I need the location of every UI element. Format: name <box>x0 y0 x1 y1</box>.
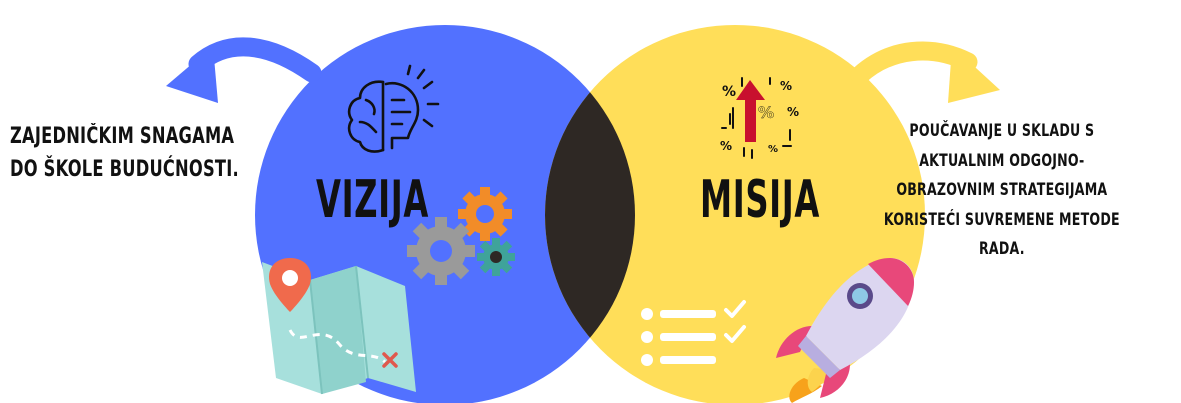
map-pin-icon <box>262 258 416 395</box>
brain-lightbulb-icon <box>347 64 440 153</box>
svg-text:%: % <box>787 105 799 119</box>
svg-text:%: % <box>758 103 774 122</box>
growth-arrow-percent-icon: % % % % % % <box>720 77 799 159</box>
vision-title: VIZIJA <box>316 170 429 230</box>
mission-line: POUČAVANJE U SKLADU S <box>909 121 1095 141</box>
svg-text:%: % <box>720 139 732 153</box>
svg-text:%: % <box>780 79 792 93</box>
vision-line: DO ŠKOLE BUDUĆNOSTI. <box>10 157 239 182</box>
vision-statement: ZAJEDNIČKIM SNAGAMA DO ŠKOLE BUDUĆNOSTI. <box>10 120 262 186</box>
rocket-icon <box>776 258 914 403</box>
mission-statement: POUČAVANJE U SKLADU S AKTUALNIM ODGOJNO-… <box>862 117 1142 265</box>
curved-arrow-left-icon <box>166 37 322 103</box>
mission-line: RADA. <box>978 239 1025 259</box>
mission-line: KORISTEĆI SUVREMENE METODE <box>883 209 1120 230</box>
curved-arrow-right-icon <box>850 41 1000 103</box>
vision-line: ZAJEDNIČKIM SNAGAMA <box>10 124 235 149</box>
svg-text:%: % <box>722 84 736 100</box>
checklist-icon <box>641 300 746 366</box>
mission-line: AKTUALNIM ODGOJNO- <box>919 150 1085 171</box>
mission-title: MISIJA <box>700 170 820 230</box>
svg-text:%: % <box>768 144 778 155</box>
mission-line: OBRAZOVNIM STRATEGIJAMA <box>896 180 1108 200</box>
